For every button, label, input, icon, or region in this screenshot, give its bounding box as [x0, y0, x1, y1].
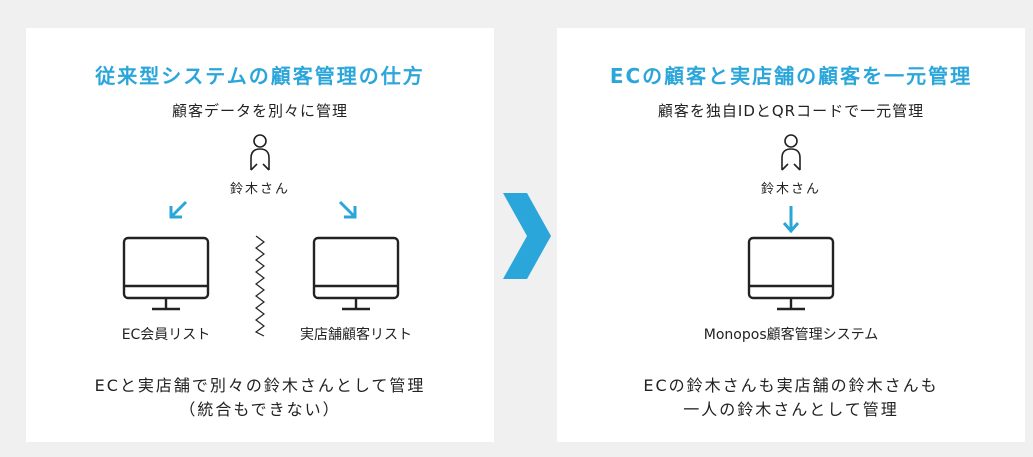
- left-summary-line2: （統合もできない）: [179, 400, 341, 419]
- ec-monitor-icon: [122, 236, 210, 311]
- right-subtitle: 顧客を独自IDとQRコードで一元管理: [657, 102, 925, 120]
- arrow-icon: [338, 200, 357, 219]
- store-customer-list-label: 実店舗顧客リスト: [300, 327, 412, 343]
- zigzag-divider: [254, 235, 265, 337]
- person-icon: [250, 134, 270, 171]
- left-title: 従来型システムの顧客管理の仕方: [95, 64, 425, 88]
- right-summary-line1: ECの鈴木さんも実店舗の鈴木さんも: [643, 376, 939, 395]
- right-title: ECの顧客と実店舗の顧客を一元管理: [609, 64, 973, 88]
- right-summary: ECの鈴木さんも実店舗の鈴木さんも 一人の鈴木さんとして管理: [557, 374, 1025, 422]
- right-summary-line2: 一人の鈴木さんとして管理: [683, 400, 899, 419]
- arrow-icon: [169, 200, 188, 219]
- person-icon: [781, 134, 801, 171]
- left-summary-line1: ECと実店舗で別々の鈴木さんとして管理: [94, 376, 426, 395]
- system-label: Monopos顧客管理システム: [703, 327, 879, 343]
- left-person-label: 鈴木さん: [229, 182, 291, 197]
- system-monitor-icon: [747, 236, 835, 311]
- ec-member-list-label: EC会員リスト: [121, 327, 211, 343]
- left-summary: ECと実店舗で別々の鈴木さんとして管理 （統合もできない）: [26, 374, 494, 422]
- left-panel: 従来型システムの顧客管理の仕方 顧客データを別々に管理 鈴木さん EC会員リスト…: [26, 28, 494, 442]
- right-person-label: 鈴木さん: [760, 182, 822, 197]
- transition-arrow-icon: [503, 193, 551, 279]
- right-panel: ECの顧客と実店舗の顧客を一元管理 顧客を独自IDとQRコードで一元管理 鈴木さ…: [557, 28, 1025, 442]
- left-subtitle: 顧客データを別々に管理: [171, 102, 348, 120]
- store-monitor-icon: [312, 236, 400, 311]
- arrow-icon: [782, 206, 800, 234]
